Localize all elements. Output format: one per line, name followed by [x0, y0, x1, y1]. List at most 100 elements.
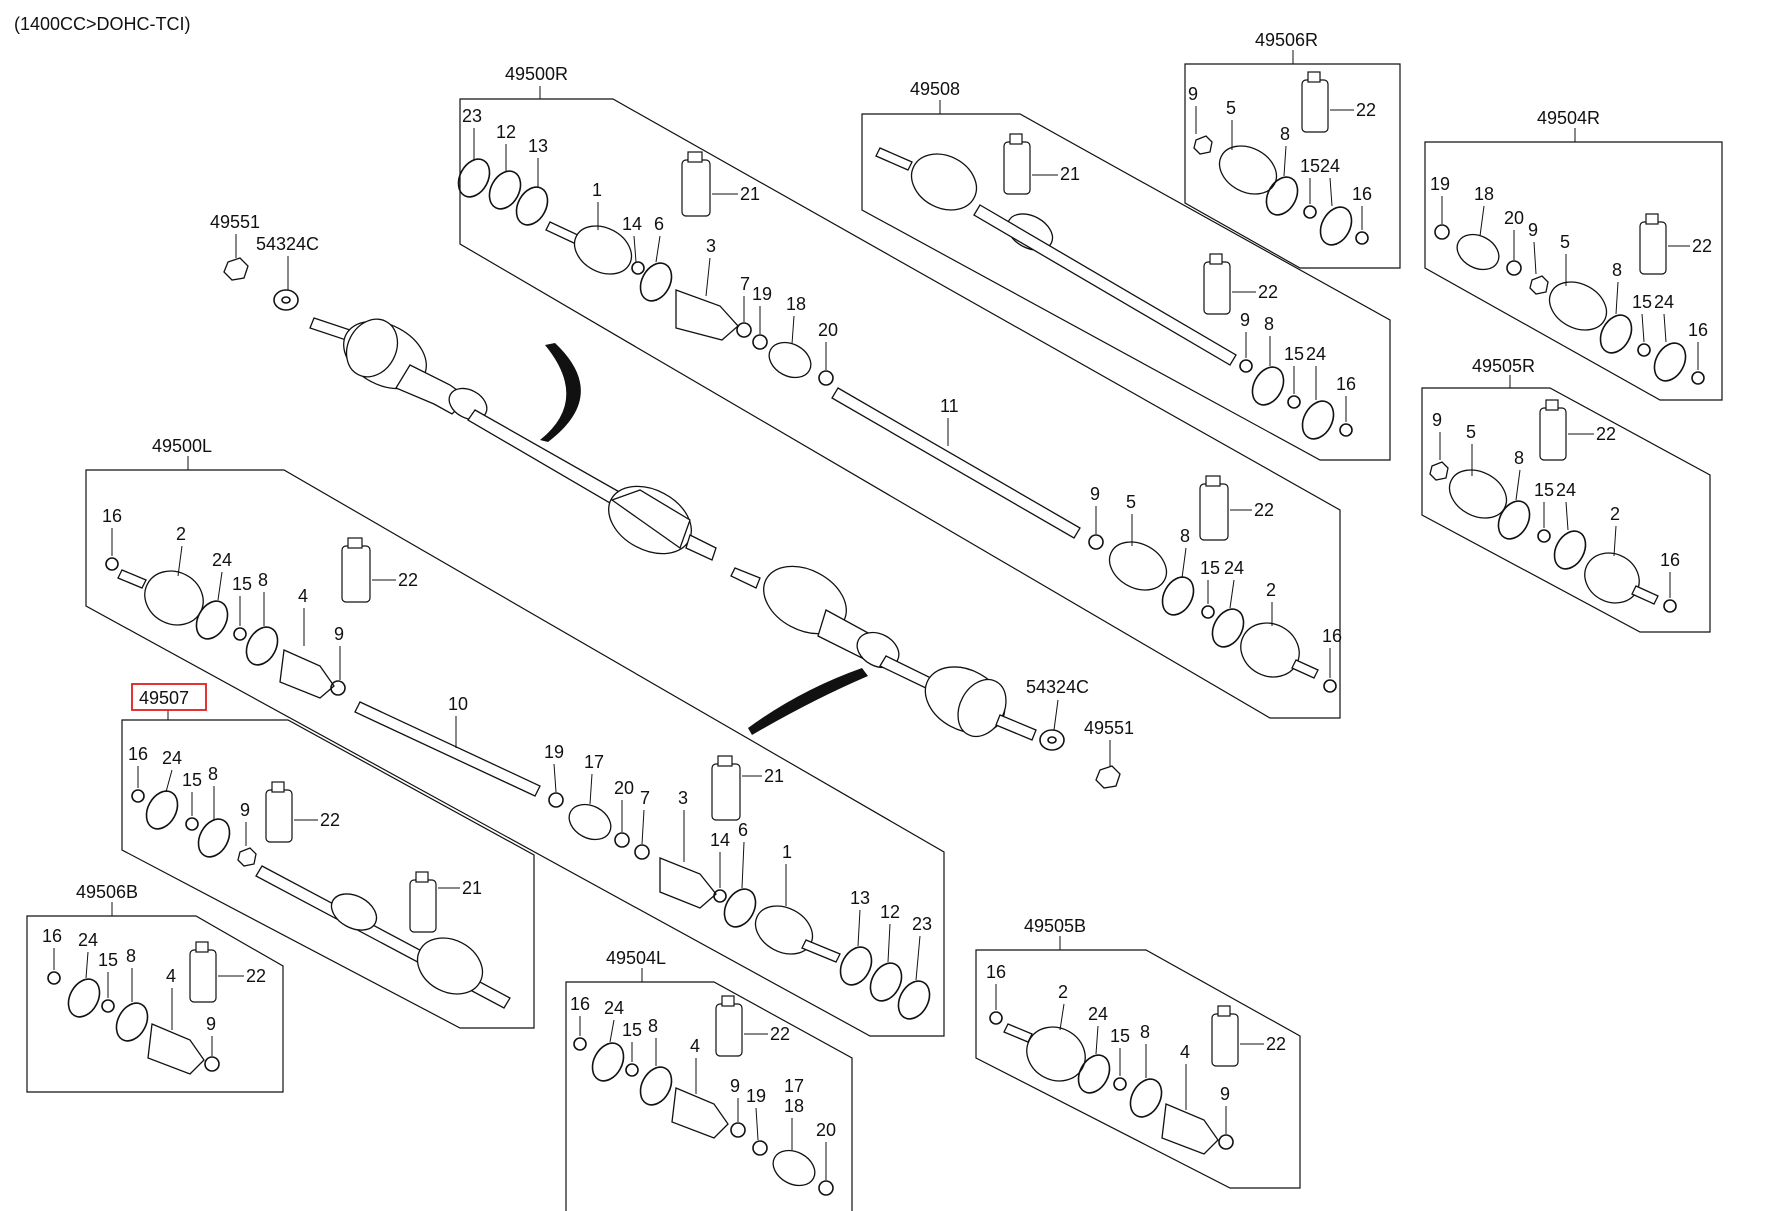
ref-label: 15	[232, 574, 252, 594]
ref-label: 16	[986, 962, 1006, 982]
ref-label: 21	[462, 878, 482, 898]
assembly-label-49506R: 49506R	[1255, 30, 1318, 50]
ref-label: 8	[1180, 526, 1190, 546]
ref-label: 3	[678, 788, 688, 808]
ref-label: 22	[1692, 236, 1712, 256]
assembly-49506R-labels: 9 5 22 8 15 24 16	[1188, 84, 1376, 230]
assembly-49504R[interactable]: 49504R	[1424, 108, 1723, 401]
assembly-49506R-parts	[1193, 71, 1369, 246]
assembly-49505B[interactable]: 49505B	[975, 916, 1301, 1189]
assembly-49500R[interactable]: 49500R	[459, 64, 1341, 719]
assembly-49500L[interactable]: 49500L	[85, 436, 945, 1037]
ref-label: 16	[1688, 320, 1708, 340]
ref-label: 9	[1188, 84, 1198, 104]
ref-label: 9	[1090, 484, 1100, 504]
ref-label: 24	[1654, 292, 1674, 312]
assembly-49504L[interactable]: 49504L	[565, 948, 853, 1211]
ref-label: 5	[1560, 232, 1570, 252]
washer-top[interactable]: 54324C	[256, 234, 319, 311]
ref-label: 8	[1264, 314, 1274, 334]
ref-label: 12	[496, 122, 516, 142]
ref-label: 1	[782, 842, 792, 862]
washer-bottom-label: 54324C	[1026, 677, 1089, 697]
ref-label: 16	[1352, 184, 1372, 204]
assembly-49506B[interactable]: 49506B	[26, 882, 284, 1093]
ref-label: 2	[176, 524, 186, 544]
ref-label: 10	[448, 694, 468, 714]
ref-label: 16	[1322, 626, 1342, 646]
hub-nut-bottom-label: 49551	[1084, 718, 1134, 738]
ref-label: 15	[182, 770, 202, 790]
washer-bottom[interactable]: 54324C	[1026, 677, 1089, 751]
assembly-49506B-parts	[47, 941, 220, 1075]
assembly-label-49505B: 49505B	[1024, 916, 1086, 936]
ref-label: 18	[1474, 184, 1494, 204]
assembly-49506R[interactable]: 49506R	[1184, 30, 1401, 269]
ref-label: 8	[1514, 448, 1524, 468]
ref-label: 15	[1200, 558, 1220, 578]
ref-label: 8	[648, 1016, 658, 1036]
ref-label: 22	[1596, 424, 1616, 444]
assembly-49508-parts	[875, 133, 1353, 440]
assembly-label-49504R: 49504R	[1537, 108, 1600, 128]
ref-label: 24	[212, 550, 232, 570]
ref-label: 20	[614, 778, 634, 798]
ref-label: 24	[1224, 558, 1244, 578]
assembly-49504R-parts	[1434, 213, 1705, 385]
ref-label: 21	[764, 766, 784, 786]
ref-label: 3	[706, 236, 716, 256]
ref-label: 17	[584, 752, 604, 772]
engine-spec-label: (1400CC>DOHC-TCI)	[14, 14, 191, 34]
ref-label: 24	[162, 748, 182, 768]
ref-label: 2	[1610, 504, 1620, 524]
ref-label: 22	[398, 570, 418, 590]
ref-label: 2	[1266, 580, 1276, 600]
assembly-49507[interactable]: 49507	[121, 683, 535, 1029]
assembly-49500R-labels: 23 12 13 1 14 6 3 21 7 19 18 20 11 9 5 2…	[462, 106, 1342, 678]
ref-label: 24	[1556, 480, 1576, 500]
assembly-label-49500R: 49500R	[505, 64, 568, 84]
ref-label: 20	[1504, 208, 1524, 228]
assembly-49506B-labels: 16 24 15 8 4 22 9	[42, 926, 266, 1056]
ref-label: 23	[462, 106, 482, 126]
assembly-label-49504L: 49504L	[606, 948, 666, 968]
hub-nut-bottom[interactable]: 49551	[1084, 718, 1134, 789]
ref-label: 8	[208, 764, 218, 784]
ref-label: 16	[1660, 550, 1680, 570]
assembly-49500L-labels: 16 2 24 15 8 4 22 9 10 19 17 20 7 3 21 1…	[102, 506, 932, 981]
ref-label: 24	[78, 930, 98, 950]
ref-label: 9	[1432, 410, 1442, 430]
assembly-49505R[interactable]: 49505R	[1421, 356, 1711, 633]
ref-label: 6	[654, 214, 664, 234]
ref-label: 16	[1336, 374, 1356, 394]
assembly-49507-labels: 16 24 15 8 9 22 21	[128, 744, 482, 898]
ref-label: 22	[770, 1024, 790, 1044]
ref-label: 7	[640, 788, 650, 808]
ref-label: 7	[740, 274, 750, 294]
ref-label: 22	[1254, 500, 1274, 520]
ref-label: 14	[622, 214, 642, 234]
ref-label: 4	[166, 966, 176, 986]
assembly-49505R-labels: 9 5 22 8 15 24 2 16	[1432, 410, 1680, 598]
ref-label: 11	[940, 396, 959, 416]
ref-label: 8	[1612, 260, 1622, 280]
ref-label: 24	[1306, 344, 1326, 364]
ref-label: 8	[1280, 124, 1290, 144]
ref-label: 24	[1088, 1004, 1108, 1024]
ref-label: 9	[1220, 1084, 1230, 1104]
assembly-49508[interactable]: 49508	[861, 79, 1391, 461]
assembly-label-49505R: 49505R	[1472, 356, 1535, 376]
assembly-49505R-parts	[1429, 399, 1677, 613]
ref-label: 5	[1126, 492, 1136, 512]
ref-label: 19	[544, 742, 564, 762]
ref-label: 21	[1060, 164, 1080, 184]
hub-nut-top[interactable]: 49551	[210, 212, 260, 281]
ref-label: 19	[746, 1086, 766, 1106]
ref-label: 22	[320, 810, 340, 830]
ref-label: 16	[128, 744, 148, 764]
assembly-49508-labels: 21 22 9 8 15 24 16	[1032, 164, 1356, 422]
ref-label: 15	[1110, 1026, 1130, 1046]
ref-label: 9	[334, 624, 344, 644]
main-drive-shaft[interactable]	[309, 308, 1037, 746]
